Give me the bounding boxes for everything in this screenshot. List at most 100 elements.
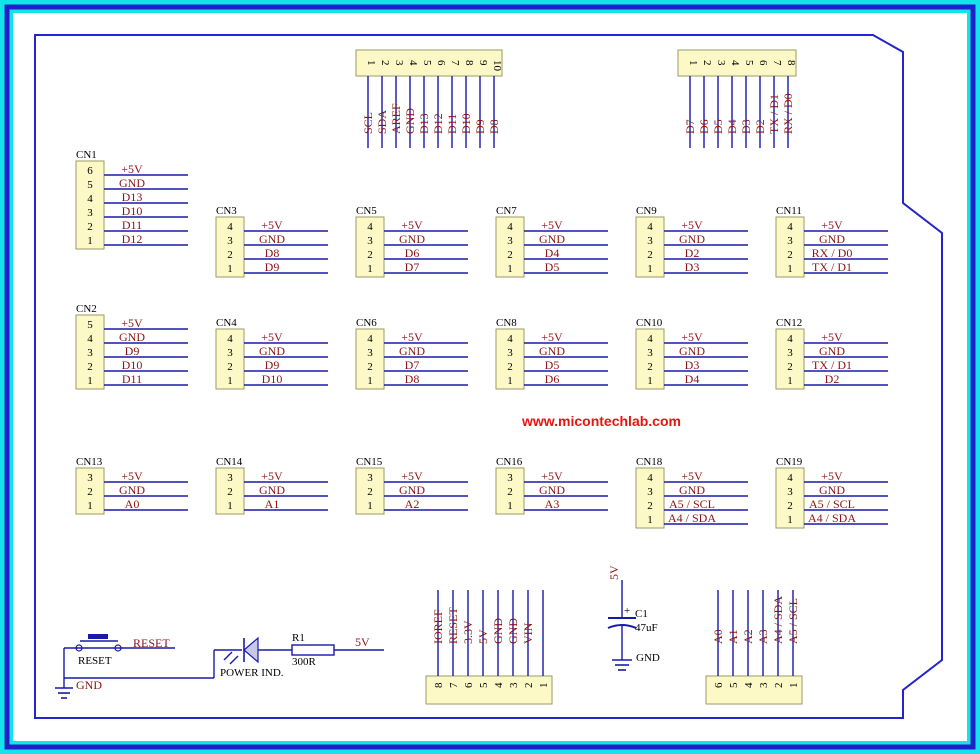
net-label: D5 [545, 260, 560, 274]
connector-body [215, 467, 245, 515]
pin-number: 1 [227, 375, 233, 387]
connector-ref-label: CN14 [216, 456, 243, 468]
connector-ref-label: CN1 [76, 149, 97, 161]
pin-number: 2 [523, 683, 535, 689]
reset-switch-actuator [88, 634, 108, 639]
pin-number: 4 [507, 221, 513, 233]
pin-number: 5 [728, 682, 740, 688]
switch-contact [114, 644, 122, 652]
net-label: D12 [431, 113, 445, 134]
5v-net-label: 5V [355, 635, 370, 649]
pin-number: 2 [227, 249, 233, 261]
connector-body [75, 467, 105, 515]
pin-number: 3 [758, 682, 770, 688]
net-label: RESET [446, 607, 460, 644]
connector-ref-label: CN16 [496, 456, 523, 468]
net-label: GND [403, 108, 417, 134]
net-label: D8 [487, 119, 501, 134]
pin-number: 3 [787, 235, 793, 247]
pin-number: 10 [491, 60, 503, 72]
net-label: D7 [405, 260, 420, 274]
net-label: D10 [459, 113, 473, 134]
net-label: SCL [361, 112, 375, 134]
pin-number: 2 [787, 249, 793, 261]
net-label: +5V [401, 218, 423, 232]
pin-number: 3 [367, 235, 373, 247]
pin-number: 6 [463, 682, 475, 688]
net-label: D7 [683, 119, 697, 134]
pin-number: 2 [507, 361, 513, 373]
cap-gnd-label: GND [636, 652, 660, 664]
net-label: A5 / SCL [809, 497, 855, 511]
net-label: D10 [122, 358, 143, 372]
connector-ref-label: CN15 [356, 456, 383, 468]
led-light-arrow [229, 655, 239, 665]
connector-body [495, 328, 525, 390]
net-label: A2 [741, 629, 755, 644]
net-label: GND [819, 344, 845, 358]
net-label: D3 [685, 358, 700, 372]
net-label: GND [399, 483, 425, 497]
net-label: GND [259, 232, 285, 246]
pin-number: 4 [647, 472, 653, 484]
net-label: GND [539, 344, 565, 358]
pin-number: 3 [787, 486, 793, 498]
net-label: +5V [681, 218, 703, 232]
net-label: TX / D1 [812, 358, 852, 372]
net-label: D6 [405, 246, 420, 260]
pin-number: 4 [87, 193, 93, 205]
net-label: D9 [125, 344, 140, 358]
pin-number: 1 [787, 263, 793, 275]
net-label: IOREF [431, 609, 445, 644]
cap-5v-label: 5V [607, 565, 621, 580]
connector-ref-label: CN5 [356, 205, 377, 217]
net-label: +5V [121, 469, 143, 483]
pin-number: 3 [367, 347, 373, 359]
net-label: +5V [261, 330, 283, 344]
net-label: +5V [681, 469, 703, 483]
net-label: D11 [122, 218, 142, 232]
pin-number: 6 [757, 60, 769, 66]
net-label: +5V [541, 469, 563, 483]
connector-body [215, 216, 245, 278]
pin-number: 4 [367, 333, 373, 345]
connector-body [635, 467, 665, 529]
pin-number: 3 [367, 472, 373, 484]
pin-number: 1 [647, 514, 653, 526]
led-label: POWER IND. [220, 667, 284, 679]
net-label: D8 [405, 372, 420, 386]
pin-number: 4 [647, 221, 653, 233]
connector-body [775, 328, 805, 390]
net-label: D4 [685, 372, 700, 386]
pin-number: 2 [701, 60, 713, 66]
cap-ref: C1 [635, 608, 648, 620]
connector-ref-label: CN6 [356, 317, 377, 329]
net-label: GND [119, 330, 145, 344]
pin-number: 4 [227, 221, 233, 233]
net-label: A5 / SCL [786, 598, 800, 644]
pin-number: 1 [687, 60, 699, 66]
pin-number: 1 [227, 500, 233, 512]
pin-number: 4 [507, 333, 513, 345]
pin-number: 3 [647, 347, 653, 359]
net-label: D5 [545, 358, 560, 372]
net-label: +5V [681, 330, 703, 344]
net-label: D13 [417, 113, 431, 134]
connector-ref-label: CN7 [496, 205, 517, 217]
connector-body [775, 216, 805, 278]
pin-number: 3 [227, 472, 233, 484]
pin-number: 4 [227, 333, 233, 345]
connector-ref-label: CN4 [216, 317, 237, 329]
pin-number: 1 [367, 375, 373, 387]
resistor-value: 300R [292, 656, 317, 668]
connector-body [355, 467, 385, 515]
